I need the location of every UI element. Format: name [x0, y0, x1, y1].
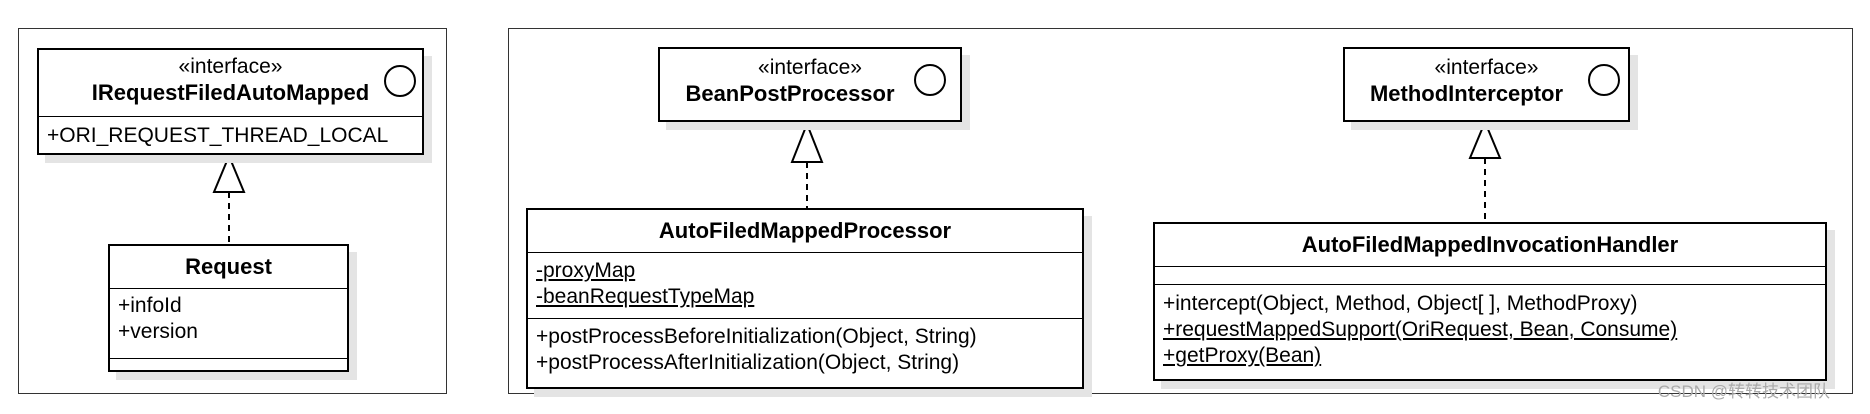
- class-autofiledmappedinvocationhandler[interactable]: AutoFiledMappedInvocationHandler +interc…: [1153, 222, 1827, 381]
- interface-circle-icon: [1588, 64, 1620, 96]
- interface-beanpostprocessor[interactable]: «interface» BeanPostProcessor: [658, 47, 962, 122]
- member: +ORI_REQUEST_THREAD_LOCAL: [47, 124, 389, 147]
- static-field: -proxyMap: [536, 259, 636, 282]
- static-method: +getProxy(Bean): [1163, 344, 1322, 367]
- interface-name: IRequestFiledAutoMapped: [91, 80, 370, 105]
- stereotype-label: «interface»: [178, 55, 283, 78]
- field: +version: [118, 320, 198, 343]
- stereotype-label: «interface»: [1434, 56, 1539, 79]
- interface-circle-icon: [384, 65, 416, 97]
- interface-name: MethodInterceptor: [1369, 81, 1564, 106]
- class-name: AutoFiledMappedProcessor: [658, 218, 952, 243]
- realization-arrow-processor: [790, 121, 824, 163]
- realization-arrow-request: [212, 153, 246, 193]
- interface-methodinterceptor[interactable]: «interface» MethodInterceptor: [1343, 47, 1630, 122]
- interface-irequestfiledautomapped[interactable]: «interface» IRequestFiledAutoMapped +ORI…: [37, 48, 424, 155]
- class-name: AutoFiledMappedInvocationHandler: [1301, 232, 1679, 257]
- stereotype-label: «interface»: [758, 56, 862, 79]
- fields-section: [1155, 266, 1825, 284]
- interface-circle-icon: [914, 64, 946, 96]
- interface-name: BeanPostProcessor: [685, 81, 895, 106]
- method: +intercept(Object, Method, Object[ ], Me…: [1163, 292, 1638, 315]
- watermark: CSDN @转转技术团队: [1657, 382, 1830, 401]
- methods-section: [110, 358, 347, 370]
- field: +infoId: [118, 294, 182, 317]
- class-name: Request: [185, 254, 272, 279]
- realization-arrow-handler: [1468, 119, 1502, 159]
- method: +postProcessAfterInitialization(Object, …: [536, 351, 960, 374]
- class-autofiledmappedprocessor[interactable]: AutoFiledMappedProcessor -proxyMap -bean…: [526, 208, 1084, 389]
- method: +postProcessBeforeInitialization(Object,…: [536, 325, 977, 348]
- static-method: +requestMappedSupport(OriRequest, Bean, …: [1163, 318, 1678, 341]
- class-request[interactable]: Request +infoId +version: [108, 244, 349, 372]
- static-field: -beanRequestTypeMap: [536, 285, 755, 308]
